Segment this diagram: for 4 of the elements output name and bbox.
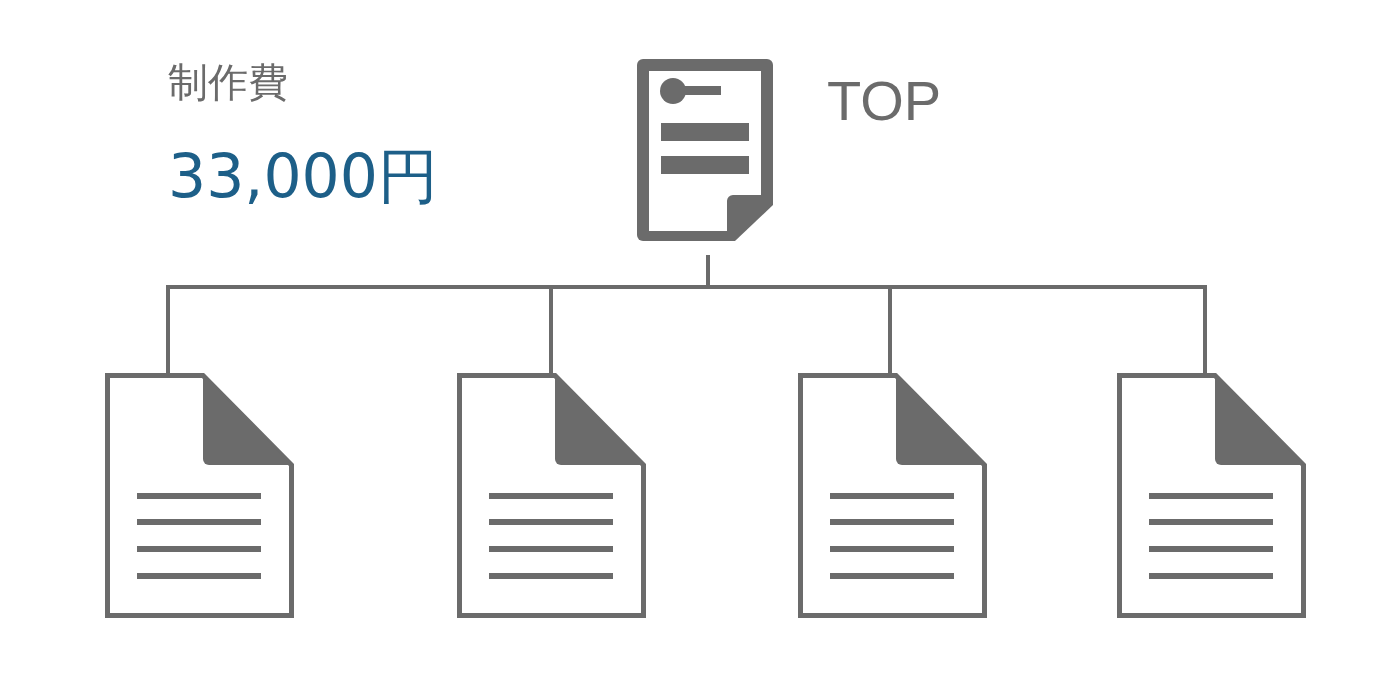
price-text: 33,000円 [168, 146, 438, 206]
connector-line [706, 255, 1207, 373]
page-label: TOP [827, 73, 942, 129]
cost-heading: 制作費 [168, 62, 288, 102]
